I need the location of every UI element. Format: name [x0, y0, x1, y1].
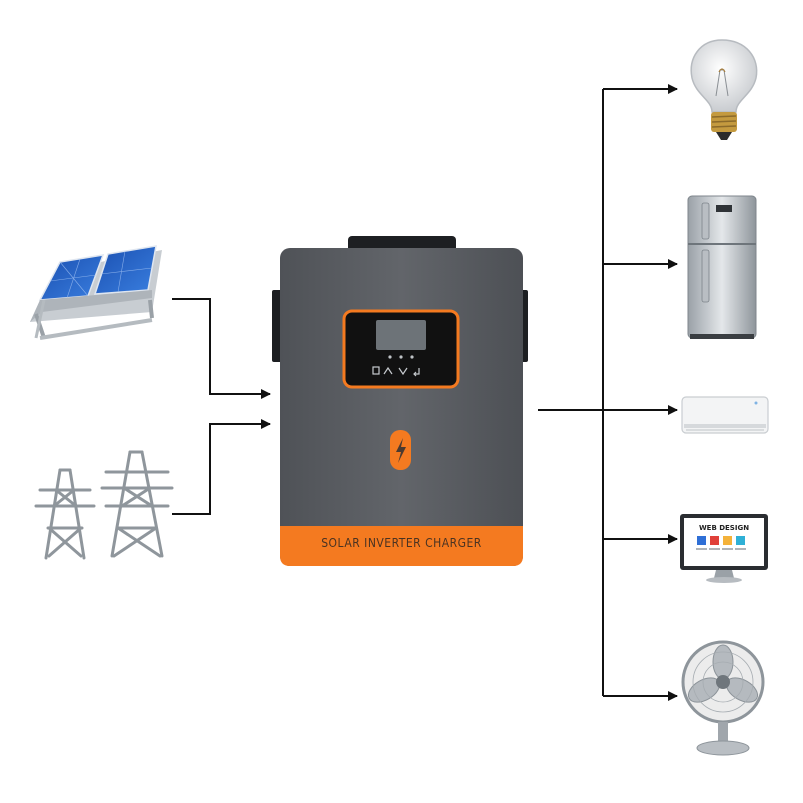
inverter-label: SOLAR INVERTER CHARGER	[321, 536, 482, 550]
lcd-screen	[376, 320, 426, 350]
power-pylon-icon	[36, 452, 172, 558]
solar-panel-icon	[30, 246, 162, 338]
refrigerator-icon	[688, 196, 756, 339]
solar-to-inverter-arrow	[172, 299, 270, 394]
grid-to-inverter-arrow	[172, 424, 270, 514]
light-bulb-icon	[691, 40, 756, 140]
monitor-screen-text: WEB DESIGN	[699, 524, 749, 532]
monitor-icon: WEB DESIGN	[680, 514, 768, 583]
air-conditioner-icon	[682, 397, 768, 433]
inverter-body	[280, 248, 523, 566]
inverter-device: SOLAR INVERTER CHARGER	[272, 236, 528, 566]
electric-fan-icon	[683, 642, 763, 755]
